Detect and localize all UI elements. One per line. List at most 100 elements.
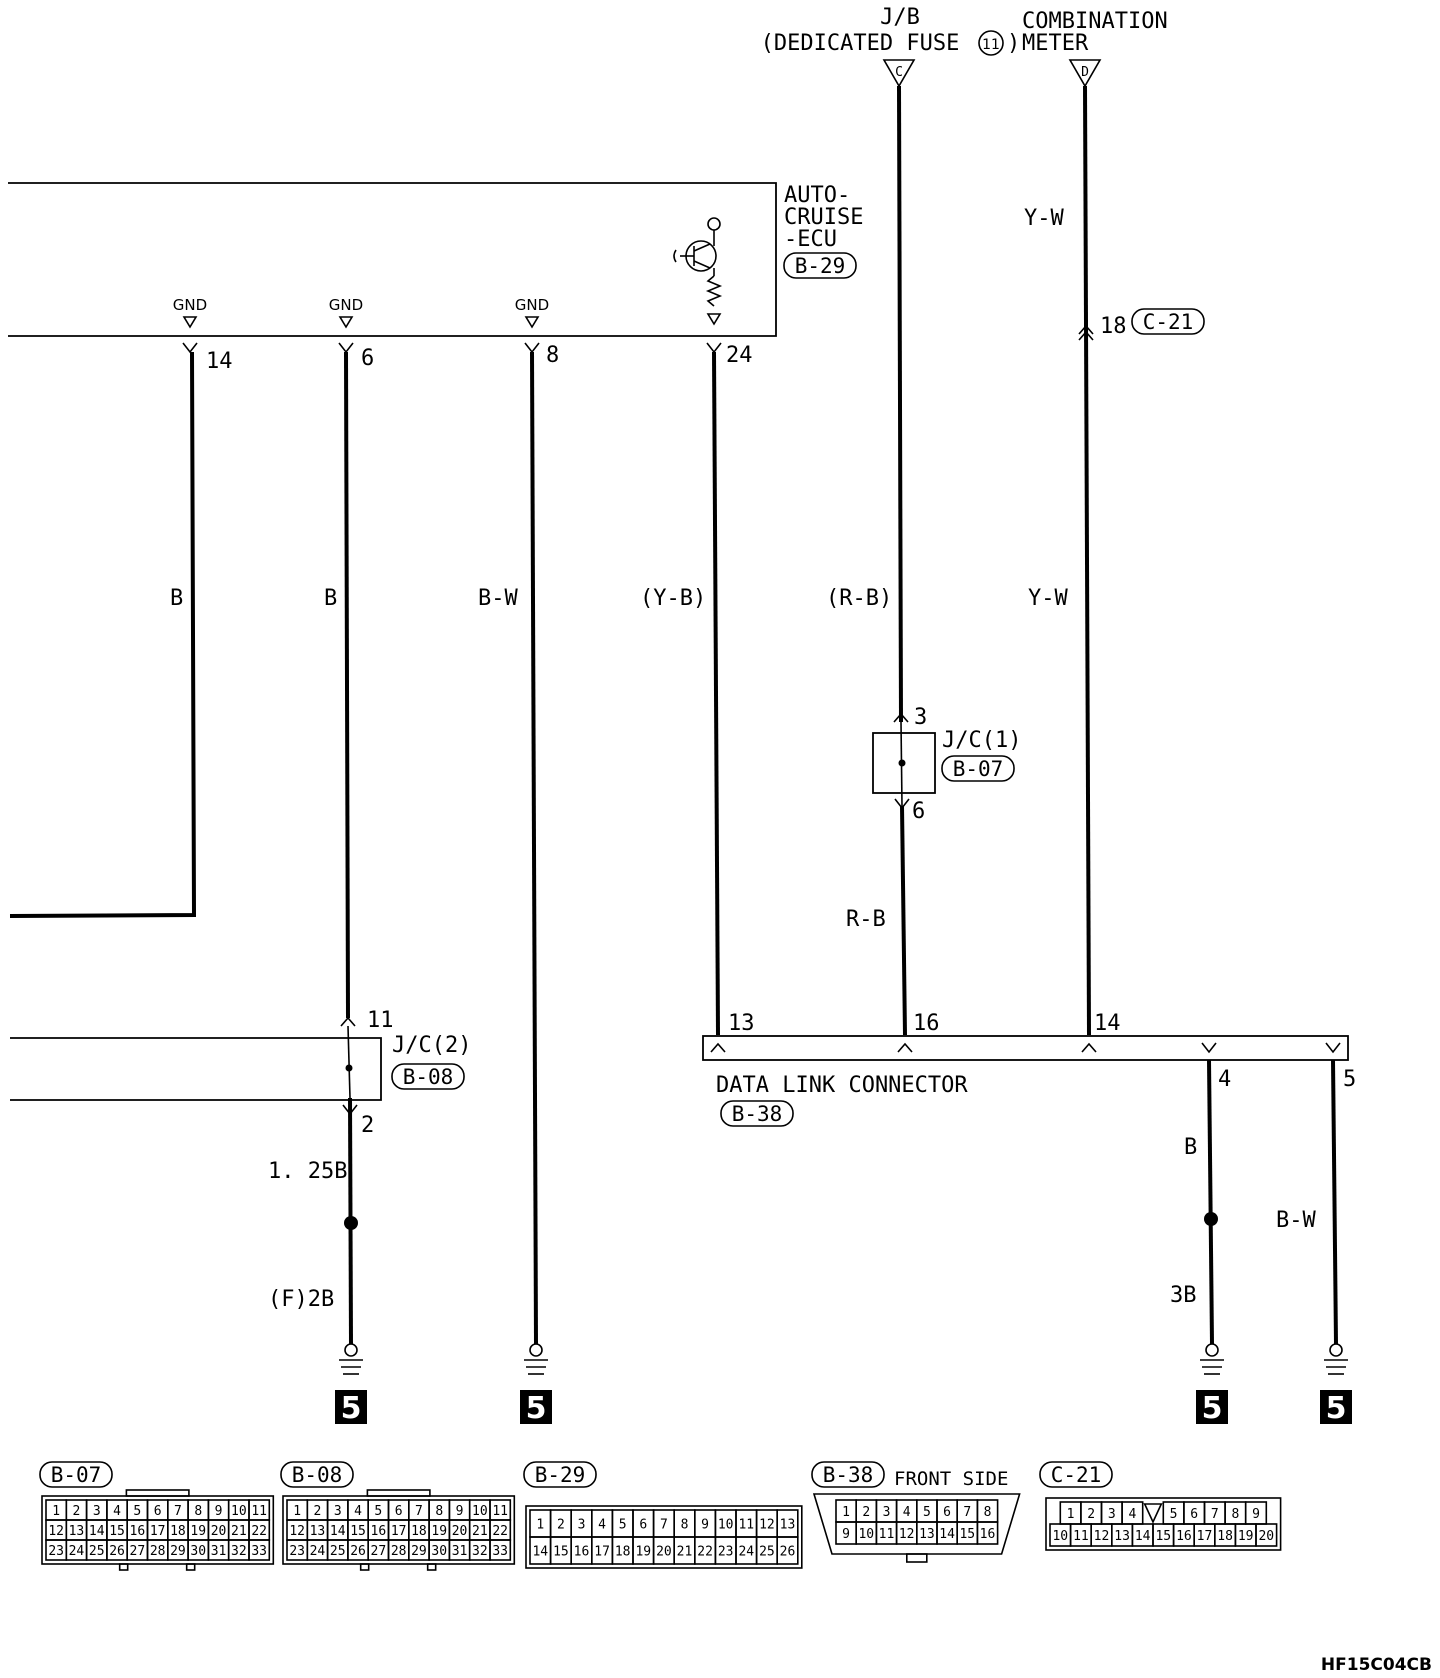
joint-connector-2: 11 2 J/C(2) B-08 [10, 1008, 471, 1138]
fuse-number-circle [978, 30, 1004, 56]
connector-pin-number: 29 [170, 1544, 186, 1559]
connector-pin-number: 24 [69, 1544, 85, 1559]
connector-pin-number: 16 [980, 1527, 996, 1542]
gnd-marker-3: GND [515, 296, 549, 329]
data-link-connector: 13 16 14 4 5 DATA LINK CONNECTOR B-38 [702, 1011, 1356, 1127]
connector-view-badge [39, 1461, 113, 1488]
connector-pin-number: 3 [334, 1504, 342, 1519]
jc1-pin-out: 6 [912, 799, 925, 824]
connector-pin-number: 8 [1231, 1507, 1239, 1522]
jc2-pin-in: 11 [367, 1008, 394, 1033]
connector-pin-number: 20 [452, 1524, 468, 1539]
connector-pin-number: 10 [718, 1518, 734, 1533]
jb-label-line1: J/B [880, 5, 920, 30]
ecu-pin: 8 [546, 343, 559, 368]
connector-view-badge [280, 1461, 354, 1488]
inline-connector-marker [1078, 324, 1094, 341]
connector-pin-number: 1 [293, 1504, 301, 1519]
connector-pin-number: 16 [130, 1524, 146, 1539]
connector-pin-number: 22 [251, 1524, 267, 1539]
connector-pin-number: 21 [677, 1545, 693, 1560]
connector-pin-number: 17 [594, 1545, 610, 1560]
jc1-pin-in: 3 [914, 705, 927, 730]
joint-connector-1: 3 6 J/C(1) B-07 [872, 705, 1021, 824]
connector-pin-number: 19 [431, 1524, 447, 1539]
ground-number: 5 [341, 1391, 362, 1426]
ecu-label-line1: AUTO- [784, 183, 850, 208]
connector-pin-number: 25 [89, 1544, 105, 1559]
dlc-pin: 13 [728, 1011, 755, 1036]
connector-pin-number: 22 [492, 1524, 508, 1539]
connector-view-id: C-21 [1051, 1463, 1102, 1487]
meter-source: COMBINATION METER D [1022, 9, 1168, 88]
wire-color-label: B-W [478, 586, 518, 611]
transistor-icon [673, 217, 723, 326]
connector-pin-number: 19 [1238, 1529, 1254, 1544]
connector-pin-number: 17 [391, 1524, 407, 1539]
connector-pin-number: 27 [130, 1544, 146, 1559]
connector-view-note: FRONT SIDE [894, 1468, 1008, 1490]
connector-pin-number: 15 [350, 1524, 366, 1539]
connector-pin-number: 12 [759, 1518, 775, 1533]
connector-pin-number: 32 [472, 1544, 488, 1559]
connector-pin-number: 24 [738, 1545, 754, 1560]
connector-view-badge [811, 1461, 885, 1488]
ground-number: 5 [1202, 1391, 1223, 1426]
connector-cell [776, 1536, 799, 1565]
ground-symbol-4: 5 [1320, 1343, 1352, 1426]
connector-pin-number: 18 [1217, 1529, 1233, 1544]
ecu-outline [8, 182, 777, 337]
connector-pin-number: 15 [109, 1524, 125, 1539]
connector-shell [812, 1493, 1021, 1555]
wire-color-label: 1. 25B [268, 1159, 347, 1184]
wire-color-label: R-B [846, 907, 886, 932]
connector-pin-number: 3 [883, 1505, 891, 1520]
connector-pin-number: 13 [69, 1524, 85, 1539]
connector-pin-number: 5 [923, 1505, 931, 1520]
connector-pin-number: 1 [842, 1505, 850, 1520]
connector-pin-number: 31 [211, 1544, 227, 1559]
connector-pin-number: 23 [718, 1545, 734, 1560]
connector-pin-number: 13 [310, 1524, 326, 1539]
connector-pin-number: 3 [578, 1518, 586, 1533]
connector-pin-number: 16 [371, 1524, 387, 1539]
connector-view-badge [523, 1461, 597, 1488]
connector-pin-number: 18 [411, 1524, 427, 1539]
ground-symbol-2: 5 [520, 1343, 552, 1426]
ecu-connector-id: B-29 [795, 254, 846, 278]
wire-color-label: 3B [1170, 1283, 1197, 1308]
connector-pin-number: 9 [1252, 1507, 1260, 1522]
connector-pin-number: 28 [391, 1544, 407, 1559]
connector-pin-number: 11 [1073, 1529, 1089, 1544]
connector-pin-number: 14 [1135, 1529, 1151, 1544]
connector-pin-number: 19 [190, 1524, 206, 1539]
ground-symbol-3: 5 [1196, 1343, 1228, 1426]
connector-pin-number: 6 [395, 1504, 403, 1519]
jc2-connector-badge [391, 1063, 465, 1090]
connector-pin-number: 2 [1087, 1507, 1095, 1522]
figure-code: HF15C04CB [1321, 1655, 1432, 1675]
wire-color-label: B-W [1276, 1208, 1316, 1233]
connector-pin-number: 3 [1108, 1507, 1116, 1522]
connector-pin-number: 8 [984, 1505, 992, 1520]
connector-pin-number: 24 [310, 1544, 326, 1559]
connector-pin-number: 26 [109, 1544, 125, 1559]
connector-pin-number: 14 [532, 1545, 548, 1560]
connector-pin-number: 10 [472, 1504, 488, 1519]
connector-pin-number: 2 [557, 1518, 565, 1533]
ecu-pin: 24 [726, 343, 753, 368]
connector-pin-number: 18 [615, 1545, 631, 1560]
connector-pin-number: 29 [411, 1544, 427, 1559]
connector-pin-number: 2 [73, 1504, 81, 1519]
connector-pin-number: 11 [738, 1518, 754, 1533]
connector-view-id: B-29 [535, 1463, 586, 1487]
gnd-label: GND [329, 296, 363, 314]
splice-point [1204, 1212, 1218, 1226]
connector-pin-number: 12 [289, 1524, 305, 1539]
connector-pin-number: 28 [150, 1544, 166, 1559]
connector-pin-number: 33 [251, 1544, 267, 1559]
